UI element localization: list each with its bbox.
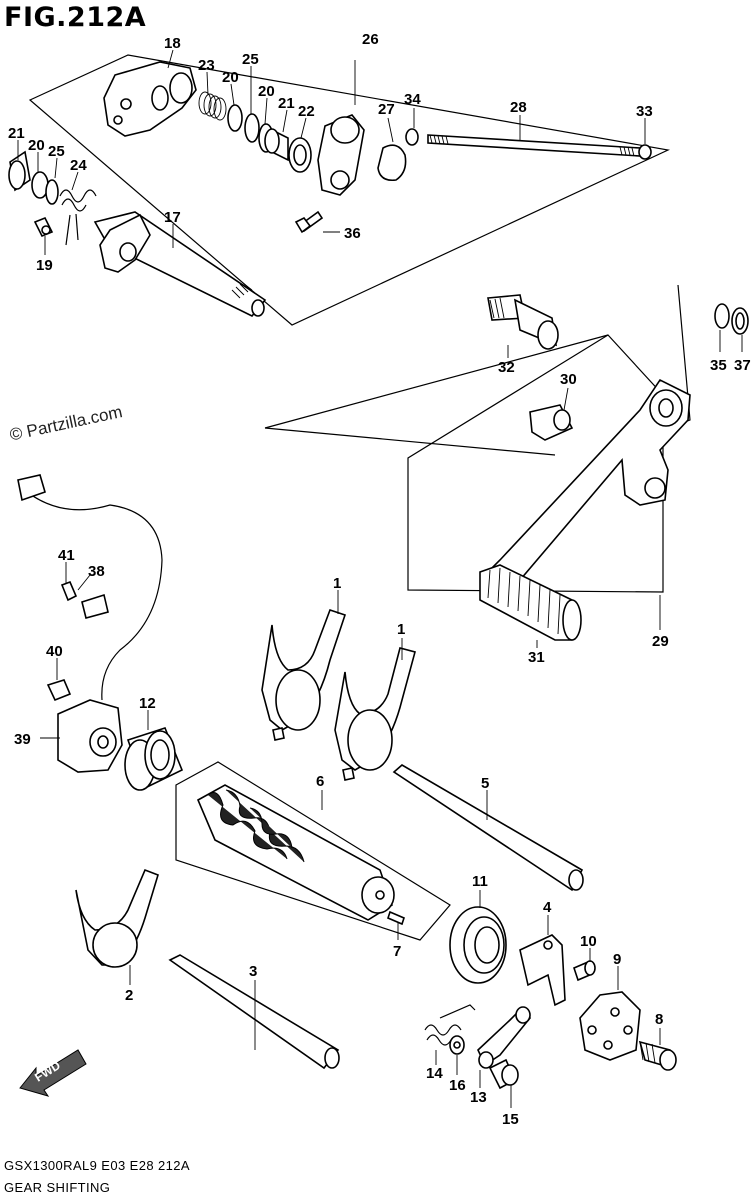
callout-13: 13 bbox=[470, 1089, 487, 1106]
cam-pin bbox=[387, 910, 405, 926]
callout-20-a: 20 bbox=[222, 69, 239, 86]
gear-position-switch bbox=[17, 474, 163, 773]
callout-labels: 18 23 20 25 20 21 22 26 27 34 28 33 36 2… bbox=[8, 31, 751, 1128]
pedal-bushing bbox=[529, 404, 574, 441]
callout-22: 22 bbox=[298, 103, 315, 120]
callout-4: 5 bbox=[481, 775, 489, 792]
callout-3: 3 bbox=[249, 963, 257, 980]
callout-6: 6 bbox=[316, 773, 324, 790]
stopper-spring bbox=[424, 1004, 476, 1046]
callout-28: 28 bbox=[510, 99, 527, 116]
gearshift-fork-c bbox=[75, 868, 159, 968]
shift-drum-group-frame bbox=[175, 761, 451, 941]
callout-39: 39 bbox=[14, 731, 31, 748]
left-spring-stack bbox=[8, 150, 97, 246]
gearshift-arm bbox=[317, 114, 407, 196]
callout-32: 32 bbox=[498, 359, 515, 376]
callout-20-c: 20 bbox=[28, 137, 45, 154]
callout-20-b: 20 bbox=[258, 83, 275, 100]
callout-21-a: 21 bbox=[278, 95, 295, 112]
gearshift-lever bbox=[479, 378, 691, 641]
callout-14: 14 bbox=[426, 1065, 443, 1082]
callout-15: 15 bbox=[502, 1111, 519, 1128]
stopper-pin bbox=[33, 216, 54, 238]
leader-lines bbox=[17, 49, 743, 1108]
callout-27: 27 bbox=[378, 101, 395, 118]
callout-8: 8 bbox=[655, 1011, 663, 1028]
callout-21-b: 21 bbox=[8, 125, 25, 142]
callout-1-b: 1 bbox=[397, 621, 405, 638]
callout-38: 38 bbox=[88, 563, 105, 580]
gearshift-fork-a bbox=[261, 608, 347, 741]
shaft-spring-stack bbox=[198, 91, 312, 173]
gearshift-plate bbox=[103, 61, 197, 137]
callout-26: 26 bbox=[362, 31, 379, 48]
gearshift-cam bbox=[196, 784, 395, 921]
callout-40: 40 bbox=[46, 643, 63, 660]
callout-9: 9 bbox=[613, 951, 621, 968]
callout-33: 33 bbox=[636, 103, 653, 120]
callout-29: 29 bbox=[652, 633, 669, 650]
footer-section-name: GEAR SHIFTING bbox=[4, 1180, 111, 1195]
cam-driven-gear bbox=[579, 991, 677, 1071]
callout-25-b: 25 bbox=[48, 143, 65, 160]
callout-5: 4 bbox=[543, 899, 552, 916]
pedal-rings bbox=[714, 303, 749, 335]
arm-bolt bbox=[294, 210, 324, 234]
figure-title: FIG.212A bbox=[4, 2, 147, 33]
callout-16: 16 bbox=[449, 1077, 466, 1094]
callout-31: 31 bbox=[528, 649, 545, 666]
gearshift-rod bbox=[405, 128, 652, 160]
callout-24: 24 bbox=[70, 157, 87, 174]
shift-pedal-leader-2 bbox=[264, 427, 556, 456]
cam-stopper-arm bbox=[477, 1006, 532, 1069]
callout-34: 34 bbox=[404, 91, 421, 108]
fork-shaft-lower bbox=[168, 954, 340, 1070]
callout-36: 36 bbox=[344, 225, 361, 242]
plate-screw bbox=[573, 960, 596, 982]
cam-stopper-plate bbox=[519, 934, 566, 1007]
drum-bearing bbox=[124, 727, 184, 791]
footer-model-code: GSX1300RAL9 E03 E28 212A bbox=[4, 1158, 190, 1173]
forward-direction-arrow: FWD bbox=[19, 1049, 87, 1097]
callout-17: 17 bbox=[164, 209, 181, 226]
callout-2: 2 bbox=[125, 987, 133, 1004]
callout-30: 30 bbox=[560, 371, 577, 388]
callout-7: 7 bbox=[393, 943, 401, 960]
callout-1-a: 1 bbox=[333, 575, 341, 592]
callout-10: 10 bbox=[580, 933, 597, 950]
callout-35: 35 bbox=[710, 357, 727, 374]
callout-11: 11 bbox=[472, 873, 488, 890]
callout-37: 37 bbox=[734, 357, 751, 374]
stopper-bolt bbox=[488, 1058, 519, 1090]
callout-41: 41 bbox=[58, 547, 75, 564]
callout-25-a: 25 bbox=[242, 51, 259, 68]
stopper-washer bbox=[449, 1035, 465, 1055]
fork-shaft-upper bbox=[392, 764, 584, 892]
shift-shaft-group-frame bbox=[28, 54, 670, 326]
cam-bearing bbox=[449, 906, 507, 984]
pedal-pivot-bolt bbox=[487, 294, 559, 350]
callout-18: 18 bbox=[164, 35, 181, 52]
callout-19: 19 bbox=[36, 257, 53, 274]
gearshift-shaft bbox=[93, 211, 267, 317]
callout-23: 23 bbox=[198, 57, 215, 74]
gearshift-fork-b bbox=[334, 647, 416, 781]
callout-12: 12 bbox=[139, 695, 156, 712]
shift-pedal-leader bbox=[264, 334, 609, 429]
